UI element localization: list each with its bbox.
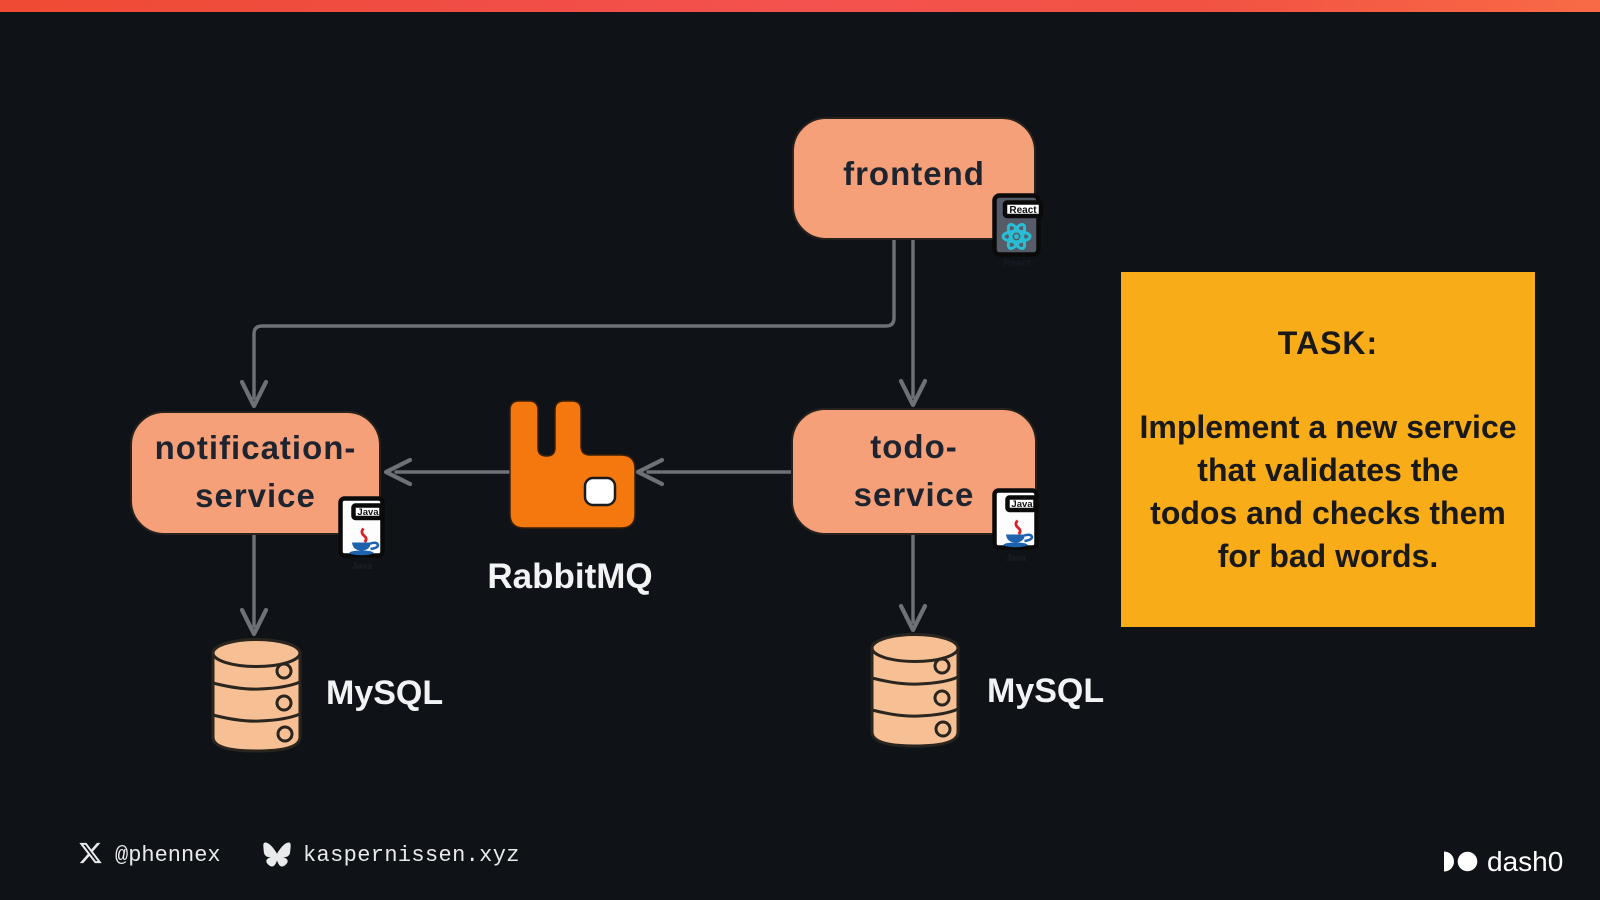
svg-text:Java: Java	[1006, 553, 1027, 563]
svg-text:dash0: dash0	[1487, 848, 1563, 876]
svg-text:Java: Java	[352, 561, 373, 571]
svg-text:React: React	[1009, 205, 1037, 216]
svg-text:React: React	[1003, 258, 1031, 269]
svg-text:Java: Java	[1011, 499, 1033, 510]
svg-text:Java: Java	[357, 507, 379, 518]
